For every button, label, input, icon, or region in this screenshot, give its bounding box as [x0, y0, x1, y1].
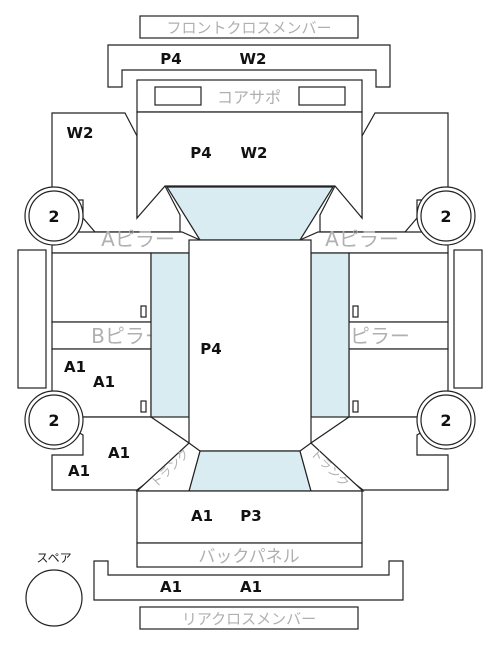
trunk-code-p: P3	[240, 507, 261, 525]
roof[interactable]	[188, 239, 312, 452]
left-side-glass[interactable]	[150, 252, 190, 418]
left-fender-code: W2	[67, 124, 94, 142]
wheel-rear-left[interactable]: 2	[24, 390, 84, 450]
wheel-rear-left-count: 2	[48, 411, 59, 430]
left-quarter-panel[interactable]	[49, 416, 190, 491]
trunk-code-a: A1	[191, 507, 213, 525]
roof-code: P4	[200, 340, 221, 358]
left-rear-door-handle[interactable]	[140, 400, 147, 413]
left-rear-door-code: A1	[64, 358, 86, 376]
left-quarter-code-b: A1	[68, 462, 90, 480]
rear-member[interactable]	[93, 560, 404, 601]
rear-cross-member-label: リアクロスメンバー	[182, 610, 316, 628]
rear-cross-member-box[interactable]	[139, 606, 359, 630]
right-rear-door-handle[interactable]	[352, 400, 359, 413]
front-cross-member-label: フロントクロスメンバー	[166, 19, 331, 37]
back-panel-label: バックパネル	[198, 547, 299, 567]
front-cross-member-box[interactable]	[139, 15, 359, 39]
hood-code-w: W2	[241, 144, 268, 162]
rear-member-code-b: A1	[240, 578, 262, 596]
left-front-door-handle[interactable]	[140, 305, 147, 318]
core-support-label: コアサポ	[217, 88, 281, 107]
right-quarter-panel[interactable]	[310, 416, 451, 491]
left-front-door[interactable]	[51, 252, 152, 323]
wheel-rear-right[interactable]: 2	[416, 390, 476, 450]
wheel-front-right[interactable]: 2	[416, 186, 476, 246]
rear-glass[interactable]	[188, 450, 312, 492]
wheel-front-right-count: 2	[440, 207, 451, 226]
a-pillar-right-label: Aピラー	[325, 227, 399, 251]
trunk-lid[interactable]	[136, 490, 363, 544]
right-front-door-handle[interactable]	[352, 305, 359, 318]
spare-label: スペア	[36, 551, 71, 565]
left-rear-door-code-b: A1	[93, 373, 115, 391]
front-member-code-p: P4	[160, 50, 181, 68]
a-pillar-left-label: Aピラー	[101, 227, 175, 251]
rear-member-code: A1	[160, 578, 182, 596]
headlight-left[interactable]	[154, 86, 202, 106]
hood-code-p: P4	[190, 144, 211, 162]
left-sill[interactable]	[17, 249, 47, 389]
windshield[interactable]	[165, 186, 335, 241]
wheel-front-left-count: 2	[48, 207, 59, 226]
front-member-code-w: W2	[240, 50, 267, 68]
front-member[interactable]	[107, 44, 391, 88]
left-quarter-code: A1	[108, 444, 130, 462]
spare-tire[interactable]	[25, 569, 83, 627]
right-front-door[interactable]	[348, 252, 449, 323]
back-panel[interactable]	[136, 542, 363, 568]
headlight-right[interactable]	[298, 86, 346, 106]
hood[interactable]	[136, 111, 363, 220]
right-sill[interactable]	[453, 249, 483, 389]
wheel-rear-right-count: 2	[440, 411, 451, 430]
wheel-front-left[interactable]: 2	[24, 186, 84, 246]
right-side-glass[interactable]	[310, 252, 350, 418]
